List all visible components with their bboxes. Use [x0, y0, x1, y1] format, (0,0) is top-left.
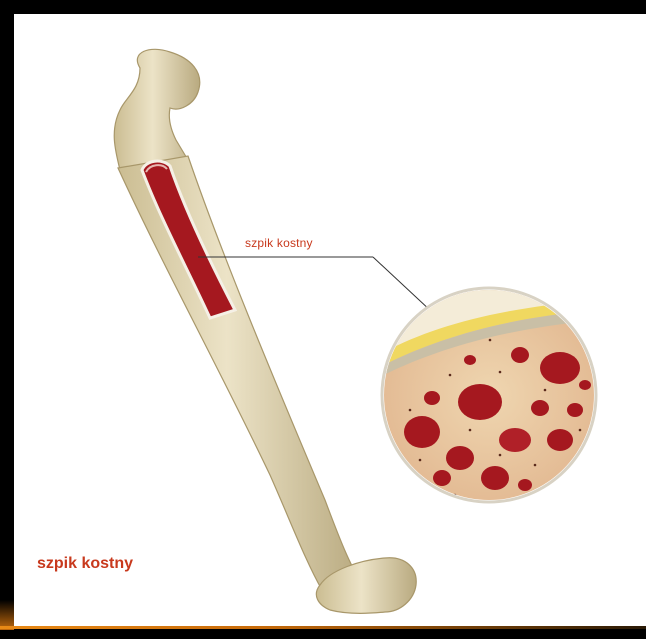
magnified-marrow-view: [370, 282, 600, 503]
slide-caption: szpik kostny: [37, 555, 133, 573]
femur-bone: [114, 49, 416, 613]
marrow-callout-label: szpik kostny: [245, 236, 313, 250]
